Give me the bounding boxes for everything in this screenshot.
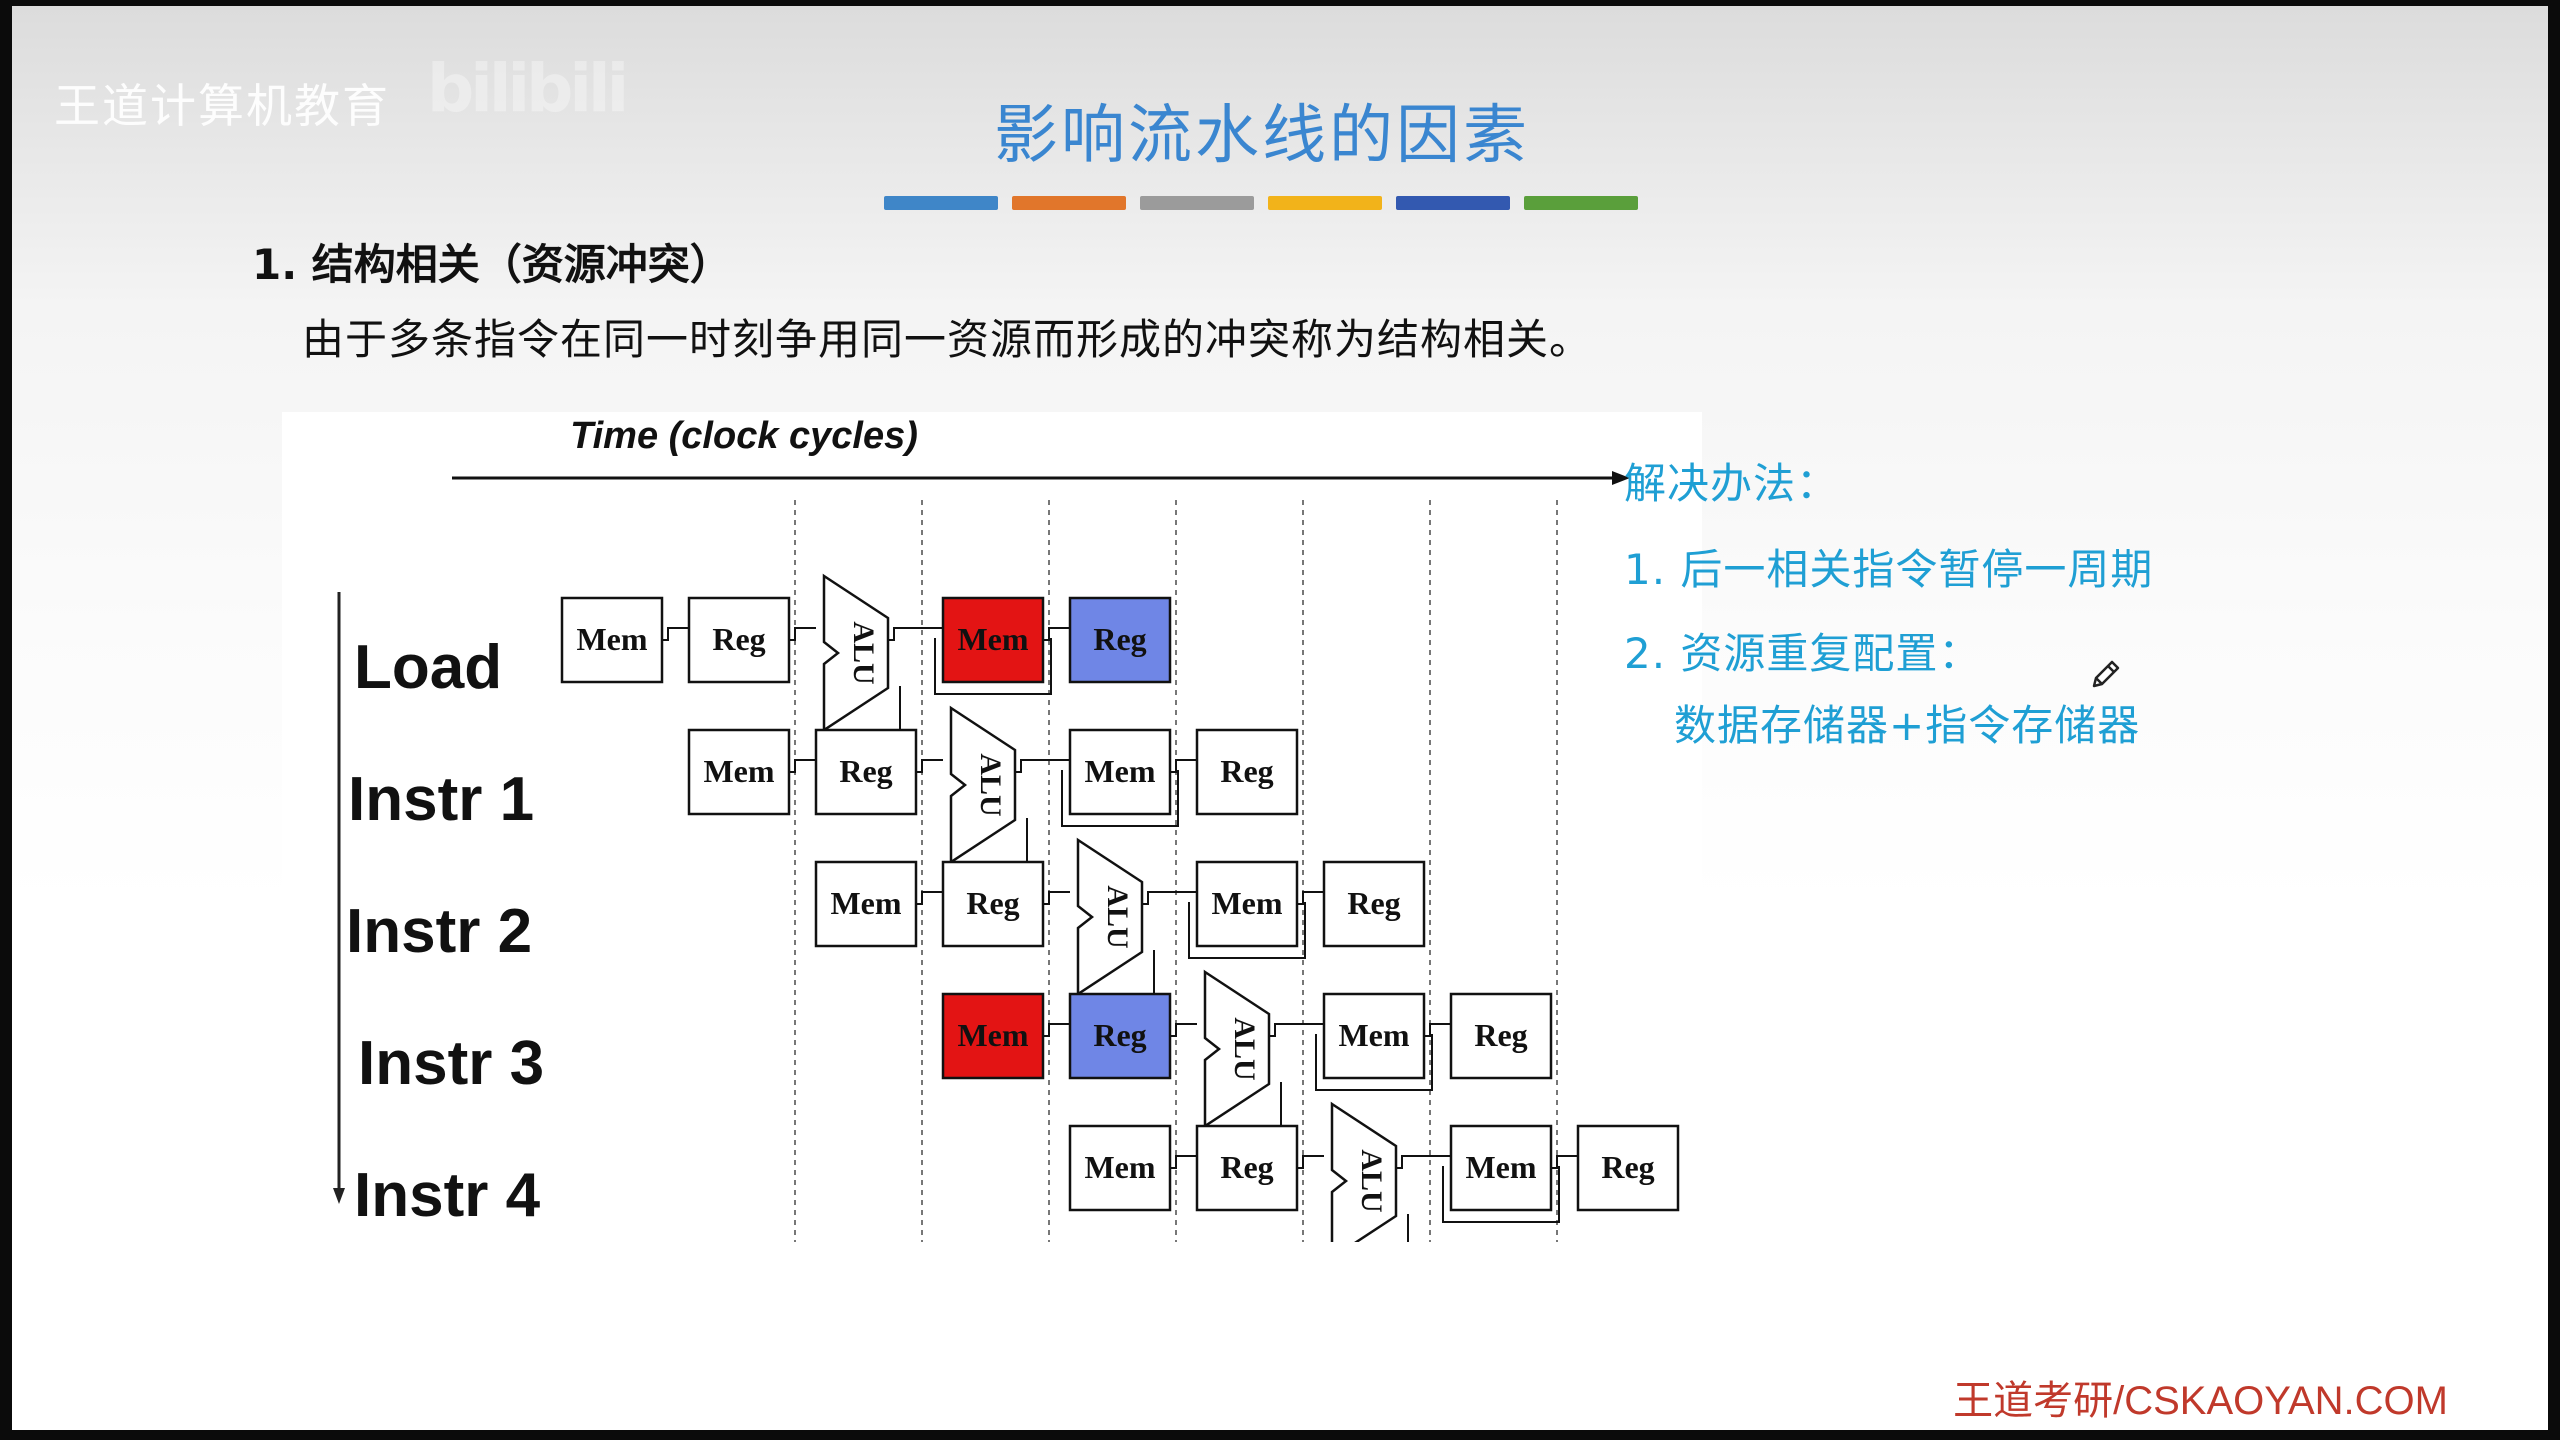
stage-connector xyxy=(1043,627,1070,641)
alu-shape xyxy=(1330,1101,1398,1261)
mem-label: Mem xyxy=(1465,1149,1536,1185)
mem-box xyxy=(941,596,1045,684)
stage-connector xyxy=(1170,1155,1197,1169)
bilibili-logo-icon: bilibili xyxy=(427,50,629,127)
stage-connector xyxy=(1043,891,1070,905)
alu-label: ALU xyxy=(1355,1149,1388,1212)
reg-box xyxy=(1195,1124,1299,1212)
reg-box xyxy=(1449,992,1553,1080)
title-bar-6 xyxy=(1524,196,1638,210)
mem-shadow xyxy=(1188,902,1306,959)
alu-shape xyxy=(1203,969,1271,1129)
title-bar-2 xyxy=(1012,196,1126,210)
stage-connector xyxy=(1297,891,1324,905)
section-description: 由于多条指令在同一时刻争用同一资源而形成的冲突称为结构相关。 xyxy=(302,315,1593,364)
reg-box xyxy=(1576,1124,1680,1212)
stage-connector xyxy=(1396,1155,1451,1169)
stage-connector xyxy=(1424,1023,1451,1037)
reg-label: Reg xyxy=(1474,1017,1527,1053)
reg-label: Reg xyxy=(1347,885,1400,921)
mem-label: Mem xyxy=(1084,753,1155,789)
solutions-heading: 解决办法： xyxy=(1624,459,1840,508)
mem-box xyxy=(1068,1124,1172,1212)
title-bar-5 xyxy=(1396,196,1510,210)
time-axis-arrowhead xyxy=(1612,471,1630,485)
stage-connector xyxy=(662,627,689,641)
stage-connector xyxy=(789,759,816,773)
stage-connector xyxy=(916,759,943,773)
title-bar-3 xyxy=(1140,196,1254,210)
stage-connector xyxy=(1043,1023,1070,1037)
instruction-label: Instr 1 xyxy=(348,765,534,834)
mem-shadow xyxy=(1315,1034,1433,1091)
alu-label: ALU xyxy=(1101,885,1134,948)
stage-connector xyxy=(1015,759,1070,773)
mem-box xyxy=(1449,1124,1553,1212)
instruction-label: Instr 3 xyxy=(358,1029,544,1098)
reg-box xyxy=(941,860,1045,948)
title-bar-1 xyxy=(884,196,998,210)
stage-connector xyxy=(916,891,943,905)
pen-cursor-icon xyxy=(2092,660,2120,688)
stage-connector xyxy=(888,627,943,641)
reg-box xyxy=(1068,596,1172,684)
reg-box xyxy=(1322,860,1426,948)
mem-box xyxy=(814,860,918,948)
stage-connector xyxy=(1297,1155,1324,1169)
solution-item-2: 2. 资源重复配置： xyxy=(1624,629,1982,678)
stage-connector xyxy=(1170,1023,1197,1037)
footer-brand: 王道考研/CSKAOYAN.COM xyxy=(1953,1379,2448,1423)
alu-label: ALU xyxy=(1228,1017,1261,1080)
mem-shadow xyxy=(1061,770,1179,827)
watermark-text: 王道计算机教育 xyxy=(54,79,390,133)
reg-label: Reg xyxy=(839,753,892,789)
time-axis-label: Time (clock cycles) xyxy=(570,415,918,457)
title-bar-4 xyxy=(1268,196,1382,210)
stage-connector xyxy=(1142,891,1197,905)
instruction-label: Instr 4 xyxy=(354,1161,541,1230)
alu-label: ALU xyxy=(847,621,880,684)
reg-label: Reg xyxy=(1220,753,1273,789)
alu-label: ALU xyxy=(974,753,1007,816)
alu-shape xyxy=(1076,837,1144,997)
reg-label: Reg xyxy=(1601,1149,1654,1185)
reg-label: Reg xyxy=(966,885,1019,921)
mem-label: Mem xyxy=(703,753,774,789)
section-heading: 1. 结构相关（资源冲突） xyxy=(252,240,732,289)
mem-label: Mem xyxy=(957,1017,1028,1053)
mem-shadow xyxy=(934,638,1052,695)
instruction-order-arrowhead xyxy=(333,1188,345,1204)
alu-shape xyxy=(822,573,890,733)
stage-connector xyxy=(1170,759,1197,773)
instruction-label: Instr 2 xyxy=(346,897,532,966)
reg-label: Reg xyxy=(1220,1149,1273,1185)
alu-shape xyxy=(949,705,1017,865)
mem-label: Mem xyxy=(1084,1149,1155,1185)
mem-box xyxy=(941,992,1045,1080)
page-title: 影响流水线的因素 xyxy=(994,99,1530,173)
reg-box xyxy=(687,596,791,684)
mem-label: Mem xyxy=(1338,1017,1409,1053)
reg-label: Reg xyxy=(1093,1017,1146,1053)
stage-connector xyxy=(789,627,816,641)
reg-box xyxy=(1195,728,1299,816)
reg-label: Reg xyxy=(1093,621,1146,657)
solution-item-1: 1. 后一相关指令暂停一周期 xyxy=(1624,545,2154,594)
reg-label: Reg xyxy=(712,621,765,657)
stage-connector xyxy=(1269,1023,1324,1037)
mem-shadow xyxy=(1442,1166,1560,1223)
instruction-label: Load xyxy=(354,633,502,702)
mem-box xyxy=(1322,992,1426,1080)
solution-item-3: 数据存储器+指令存储器 xyxy=(1674,701,2141,750)
stage-connector xyxy=(1551,1155,1578,1169)
slide: 王道计算机教育 bilibili 影响流水线的因素 1. 结构相关（资源冲突） … xyxy=(12,6,2548,1430)
mem-label: Mem xyxy=(1211,885,1282,921)
mem-label: Mem xyxy=(957,621,1028,657)
mem-label: Mem xyxy=(576,621,647,657)
mem-label: Mem xyxy=(830,885,901,921)
mem-box xyxy=(687,728,791,816)
